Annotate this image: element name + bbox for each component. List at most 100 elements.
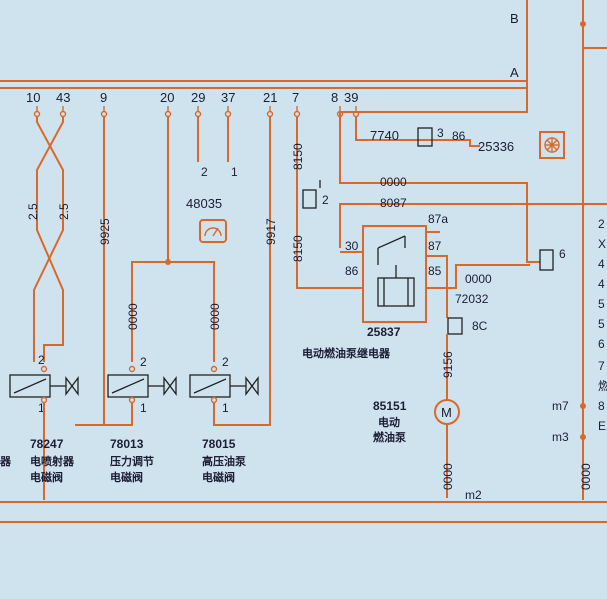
ground-m3: m3 [552, 430, 569, 444]
wire-pin-8 [339, 117, 540, 263]
pin-43: 43 [56, 90, 70, 105]
pump-name-2: 燃油泵 [372, 430, 406, 444]
valve-1-pin-bot: 1 [38, 401, 45, 415]
relay-25837 [362, 225, 427, 323]
wire-pin-20-split [131, 261, 215, 362]
ref-25336: 25336 [478, 139, 514, 154]
relay-pin-87: 87 [428, 239, 442, 253]
right-column-dot [580, 21, 586, 27]
connector-3-num: 3 [437, 126, 444, 140]
ecu-label-a: A [510, 65, 519, 80]
gauge-icon [199, 219, 227, 243]
connector-2 [302, 189, 317, 209]
pin-8: 8 [331, 90, 338, 105]
wire-pin-39 [355, 117, 480, 147]
pin-7: 7 [292, 90, 299, 105]
sensor-pin-2: 2 [201, 165, 208, 179]
valve-1-name-2: 电磁阀 [30, 470, 63, 484]
wire-label-9917: 9917 [264, 218, 278, 245]
pin-37: 37 [221, 90, 235, 105]
valve-1-id: 78247 [30, 437, 64, 451]
wire-label-0000-far: 0000 [579, 463, 593, 490]
wire-label-2-5-a: 2.5 [26, 203, 40, 220]
valve-1-name-1: 电喷射器 [30, 454, 75, 468]
valve-1-pin-top: 2 [38, 353, 45, 367]
valve-2-pin-top: 2 [140, 355, 147, 369]
connector-6 [539, 249, 554, 271]
pin-39: 39 [344, 90, 358, 105]
valve-78247 [9, 365, 79, 404]
wire-label-2-5-b: 2.5 [57, 203, 71, 220]
wire-pin-9 [75, 117, 105, 426]
ground-m7-dot [580, 403, 586, 409]
valve-3-id: 78015 [202, 437, 236, 451]
crossed-wires-10-43 [33, 117, 64, 362]
connector-8c-box [447, 317, 463, 335]
pump-id: 85151 [373, 399, 407, 413]
valve-2-ground [104, 402, 133, 426]
relay-pin-86: 86 [345, 264, 359, 278]
svg-text:5: 5 [598, 297, 605, 311]
valve-78013 [107, 365, 177, 404]
pin-21: 21 [263, 90, 277, 105]
svg-text:4: 4 [598, 257, 605, 271]
relay-lead-87 [426, 255, 448, 318]
ecu-label-b: B [510, 11, 519, 26]
connector-8c: 8C [472, 319, 488, 333]
wire-label-0000-b: 0000 [208, 303, 222, 330]
valve-3-name-1: 高压油泵 [202, 454, 246, 468]
pin-10: 10 [26, 90, 40, 105]
svg-text:6: 6 [598, 337, 605, 351]
wire-label-0000-pump: 0000 [441, 463, 455, 490]
ground-m2: m2 [465, 488, 482, 502]
relay-id: 25837 [367, 325, 401, 339]
relay-pin-85: 85 [428, 264, 442, 278]
svg-text:2: 2 [598, 217, 605, 231]
wire-label-8150-bot: 8150 [291, 235, 305, 262]
relay-pin-30: 30 [345, 239, 359, 253]
ecu-right-return [339, 81, 528, 116]
svg-text:5: 5 [598, 317, 605, 331]
wire-label-9925: 9925 [98, 218, 112, 245]
ground-m3-dot [580, 434, 586, 440]
ref-7740: 7740 [370, 128, 399, 143]
left-edge-char: 器 [0, 455, 12, 468]
sensor-48035-id: 48035 [186, 196, 222, 211]
wire-label-8150-top: 8150 [291, 143, 305, 170]
valve-3-pin-top: 2 [222, 355, 229, 369]
wire-label-0000-a: 0000 [126, 303, 140, 330]
pin-9: 9 [100, 90, 107, 105]
svg-text:E: E [598, 419, 606, 433]
connector-3 [417, 127, 433, 147]
ground-m7: m7 [552, 399, 569, 413]
wire-pin-21 [250, 117, 271, 426]
valve-78015 [189, 365, 259, 404]
wire-pin-7 [296, 117, 345, 289]
pin-stubs [33, 106, 360, 118]
relay-pin-87a: 87a [428, 212, 448, 226]
valve-2-name-1: 压力调节 [110, 454, 154, 468]
valve-2-name-2: 电磁阀 [110, 470, 143, 484]
ecu-box [0, 0, 528, 82]
relay-inner [377, 235, 415, 307]
wire-label-9156: 9156 [441, 351, 455, 378]
wire-label-0000-top: 0000 [380, 175, 407, 189]
valve-2-pin-bot: 1 [140, 401, 147, 415]
connector-6-num: 6 [559, 247, 566, 261]
wire-label-72032: 72032 [455, 292, 489, 306]
valve-3-ground [213, 402, 250, 426]
connector-2-num: 2 [322, 193, 329, 207]
sensor-pin-1: 1 [231, 165, 238, 179]
valve-3-name-2: 电磁阀 [202, 470, 235, 484]
fan-icon [539, 131, 565, 159]
wire-label-8087: 8087 [380, 196, 407, 210]
relay-lead-85 [426, 264, 530, 289]
pin-20: 20 [160, 90, 174, 105]
pump-motor-symbol: M [441, 405, 452, 420]
svg-text:X: X [598, 237, 606, 251]
valve-2-id: 78013 [110, 437, 144, 451]
svg-text:燃: 燃 [598, 378, 607, 393]
svg-text:8: 8 [598, 399, 605, 413]
right-edge-labels: 2 X 4 4 5 5 6 7 燃 8 E [598, 217, 607, 433]
